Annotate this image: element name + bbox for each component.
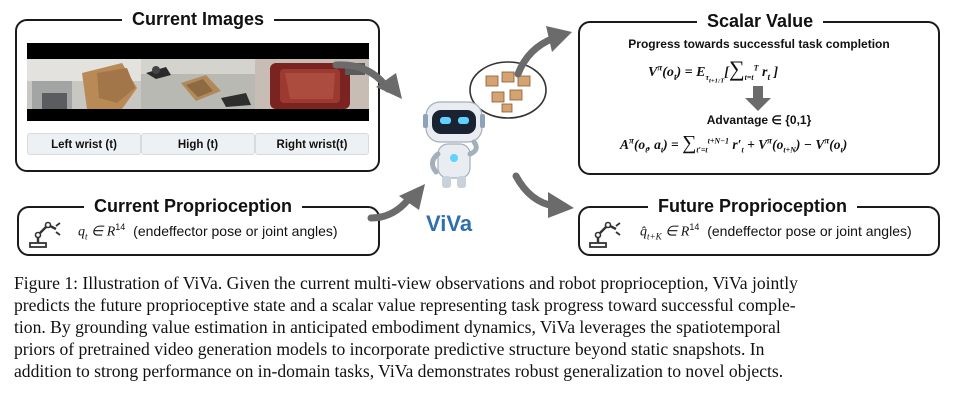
future-proprioception-title: Future Proprioception <box>648 196 857 217</box>
robot-mascot <box>398 58 548 215</box>
advantage-formula: Aπ(ot, at) = ∑t′=tt+N−1 r′t + Vπ(ot+N) −… <box>620 132 848 155</box>
arrow-robot-to-future <box>512 172 574 218</box>
caption-line: priors of pretrained video generation mo… <box>14 339 765 359</box>
right-wrist-image <box>255 43 369 121</box>
robot-arm-icon <box>588 213 622 254</box>
caption-line: addition to strong performance on in-dom… <box>14 361 784 381</box>
arrow-images-to-robot <box>332 61 402 99</box>
scalar-value-title: Scalar Value <box>697 11 824 32</box>
view-label-right-wrist: Right wrist(t) <box>255 133 369 155</box>
figure-caption: Figure 1: Illustration of ViVa. Given th… <box>14 272 948 382</box>
caption-line: Figure 1: Illustration of ViVa. Given th… <box>14 273 798 293</box>
caption-line: tion. By grounding value estimation in a… <box>14 317 781 337</box>
down-arrow-icon <box>745 86 771 111</box>
left-wrist-image <box>27 43 141 121</box>
current-proprioception-title: Current Proprioception <box>84 196 303 217</box>
view-label-left-wrist: Left wrist (t) <box>27 133 141 155</box>
advantage-heading: Advantage ∈ {0,1} <box>706 113 812 127</box>
value-function-formula: Vπ(ot) = Eτt+1:T[∑t=tT rt ] <box>648 56 779 85</box>
scalar-value-heading: Progress towards successful task complet… <box>628 37 890 51</box>
viva-label: ViVa <box>426 211 473 236</box>
current-images-title: Current Images <box>122 9 275 30</box>
high-view-image <box>141 43 255 121</box>
robot-arm-icon <box>28 213 62 254</box>
current-proprioception-formula: qt ∈ R14 (endeffector pose or joint angl… <box>78 222 338 242</box>
view-label-high: High (t) <box>141 133 255 155</box>
arrow-proprio-to-robot <box>367 184 425 222</box>
future-proprioception-formula: q̂t+K ∈ R14 (endeffector pose or joint a… <box>640 222 912 242</box>
caption-line: predicts the future proprioceptive state… <box>14 295 796 315</box>
arrow-robot-to-scalar <box>514 26 572 78</box>
